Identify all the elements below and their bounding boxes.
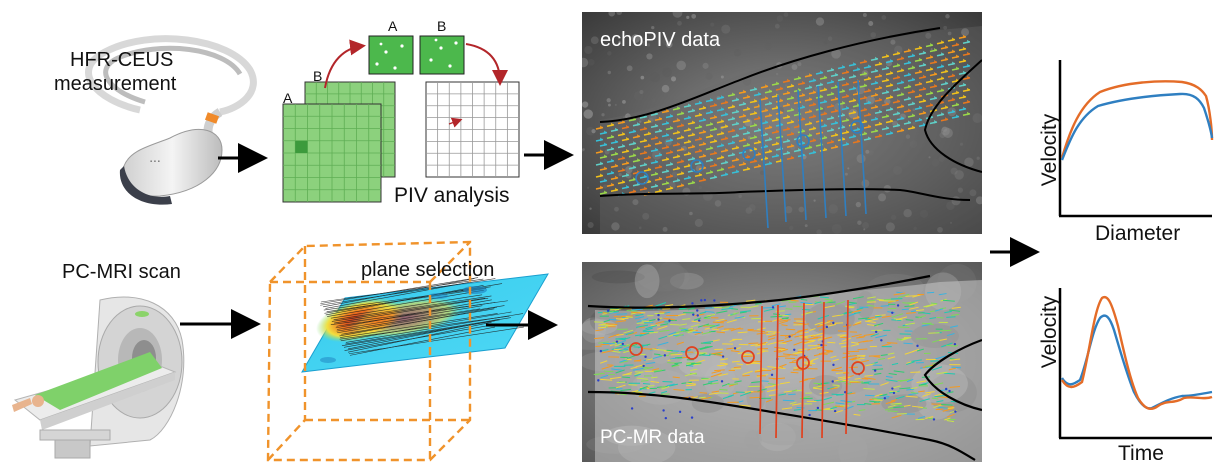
measurement-label: measurement <box>54 73 177 95</box>
velocity-time-plot <box>1058 288 1213 440</box>
svg-text:▪ ▪ ▪: ▪ ▪ ▪ <box>150 159 160 165</box>
piv-vector-icon <box>448 117 463 128</box>
time-series-blue <box>1060 314 1213 410</box>
plane-selection-cube <box>266 240 549 462</box>
time-series-orange <box>1060 295 1213 410</box>
plot2-xlabel: Time <box>1118 442 1164 465</box>
pcmr-data-label: PC-MR data <box>600 427 705 448</box>
pcmr-image <box>582 262 982 462</box>
velocity-diameter-plot <box>1058 60 1214 218</box>
plot1-xlabel: Diameter <box>1095 222 1181 245</box>
frame-b-thumbnail <box>419 35 465 75</box>
frame-a-top-label: A <box>388 18 398 34</box>
diameter-series-orange <box>1060 80 1214 159</box>
piv-result-grid <box>425 81 520 178</box>
frame-a-thumbnail <box>368 35 414 75</box>
mri-scanner-icon <box>12 296 185 459</box>
echopiv-image <box>582 12 982 234</box>
plot1-ylabel: Velocity <box>1038 113 1061 187</box>
particle-dots <box>375 38 458 70</box>
frame-b-top-label: B <box>437 18 447 34</box>
piv-frame-a-grid <box>282 103 382 203</box>
piv-analysis-label: PIV analysis <box>394 184 510 207</box>
ultrasound-probe-icon: ▪ ▪ ▪ <box>85 35 257 205</box>
curved-arrow-up <box>324 39 366 89</box>
plot2-ylabel: Velocity <box>1038 295 1061 369</box>
echopiv-data-label: echoPIV data <box>600 29 721 51</box>
flow-arrows <box>180 140 1040 340</box>
plane-selection-label: plane selection <box>361 259 495 281</box>
curved-arrow-down <box>465 43 508 86</box>
frame-a-front-label: A <box>283 90 293 106</box>
frame-b-front-label: B <box>313 68 323 84</box>
hfr-ceus-label: HFR-CEUS <box>70 49 174 71</box>
pcmri-scan-label: PC-MRI scan <box>62 261 181 283</box>
diameter-series-blue <box>1060 92 1214 161</box>
